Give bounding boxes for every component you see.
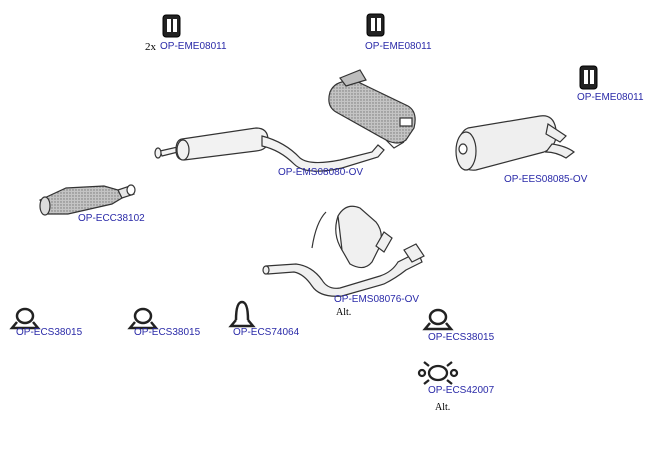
rear-silencer-icon: [455, 115, 576, 171]
catalytic-converter-icon: [39, 184, 136, 216]
alternative-note: Alt.: [336, 307, 352, 318]
rubber-hanger-icon: [162, 14, 181, 38]
part-code-link[interactable]: OP-ECS42007: [428, 385, 495, 396]
pipe-clamp-icon: [228, 300, 256, 328]
pipe-clamp-icon: [422, 308, 454, 331]
part-code-link[interactable]: OP-EME08011: [577, 92, 644, 103]
rubber-hanger-icon: [366, 13, 385, 37]
alt-silencer-icon: [262, 205, 425, 297]
rubber-hanger-icon: [579, 65, 598, 90]
flange-clamp-icon: [417, 361, 459, 385]
middle-silencer-icon: [154, 69, 416, 172]
pipe-clamp-icon: [127, 307, 159, 330]
alternative-note: Alt.: [435, 402, 451, 413]
part-code-link[interactable]: OP-ECS38015: [134, 327, 201, 338]
part-code-link[interactable]: OP-ECS38015: [16, 327, 83, 338]
part-code-link[interactable]: OP-ECS74064: [233, 327, 300, 338]
part-code-link[interactable]: OP-EMS08080-OV: [278, 167, 364, 178]
quantity-label: 2x: [145, 41, 156, 53]
part-code-link[interactable]: OP-EMS08076-OV: [334, 294, 420, 305]
pipe-clamp-icon: [9, 307, 41, 330]
part-code-link[interactable]: OP-ECS38015: [428, 332, 495, 343]
part-code-link[interactable]: OP-EME08011: [365, 41, 432, 52]
part-code-link[interactable]: OP-ECC38102: [78, 213, 145, 224]
part-code-link[interactable]: OP-EME08011: [160, 41, 227, 52]
part-code-link[interactable]: OP-EES08085-OV: [504, 174, 588, 185]
